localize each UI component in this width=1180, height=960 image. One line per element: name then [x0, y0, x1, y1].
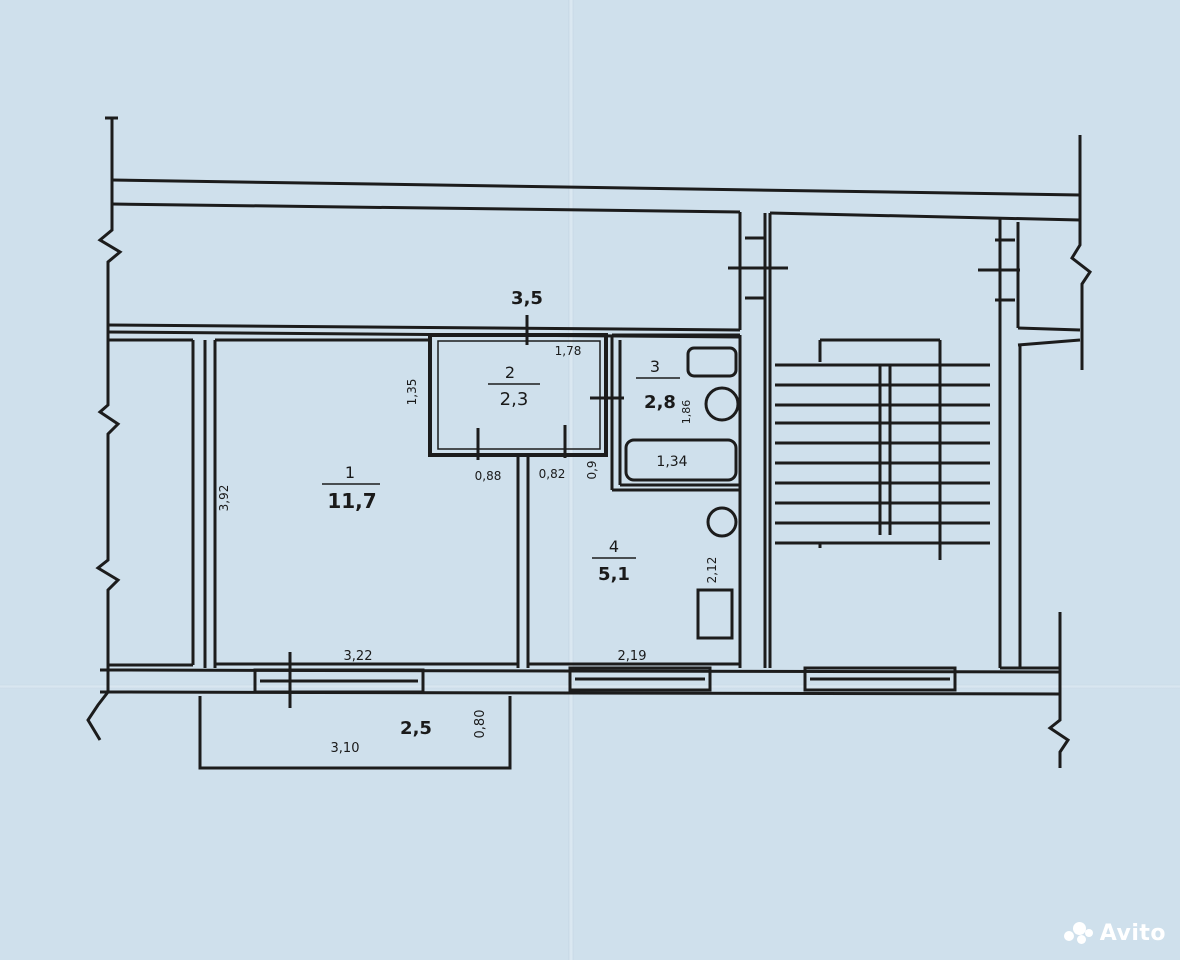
room2-top-dimension: 1,78 [555, 344, 582, 358]
balcony-length: 3,10 [331, 741, 360, 756]
room2-side-dimension: 1,35 [405, 379, 419, 406]
wall-lines [86, 116, 1093, 770]
hall-width-label: 3,5 [511, 288, 543, 309]
room2-number: 2 [505, 363, 515, 382]
door-width-c: 0,9 [585, 460, 599, 479]
room4-number: 4 [609, 537, 619, 556]
balcony-area: 2,5 [400, 718, 432, 739]
room2-area: 2,3 [500, 389, 529, 410]
room1-area: 11,7 [327, 489, 376, 513]
door-width-a: 0,88 [475, 469, 502, 483]
room3-area: 2,8 [644, 392, 676, 413]
room4-bottom-dimension: 2,19 [618, 649, 647, 664]
room4-area: 5,1 [598, 564, 630, 585]
avito-watermark: Avito [1063, 921, 1166, 946]
room1-number: 1 [345, 463, 355, 482]
balcony-depth: 0,80 [473, 710, 488, 739]
avito-watermark-text: Avito [1099, 921, 1166, 946]
room1-bottom-dimension: 3,22 [344, 649, 373, 664]
room1-side-dimension: 3,92 [217, 485, 231, 512]
room3-number: 3 [650, 357, 660, 376]
paper-fold-vertical [568, 0, 574, 960]
door-width-b: 0,82 [539, 467, 566, 481]
avito-logo-icon [1063, 921, 1094, 946]
room3-side-dimension: 1,86 [680, 400, 693, 425]
bathtub-dimension: 1,34 [656, 454, 687, 470]
dimension-labels: 3,5 1 11,7 2 2,3 1,78 1,35 3 2,8 1,86 1,… [217, 288, 719, 756]
paper-fold-horizontal [0, 684, 1180, 689]
room4-side-dimension: 2,12 [705, 557, 719, 584]
